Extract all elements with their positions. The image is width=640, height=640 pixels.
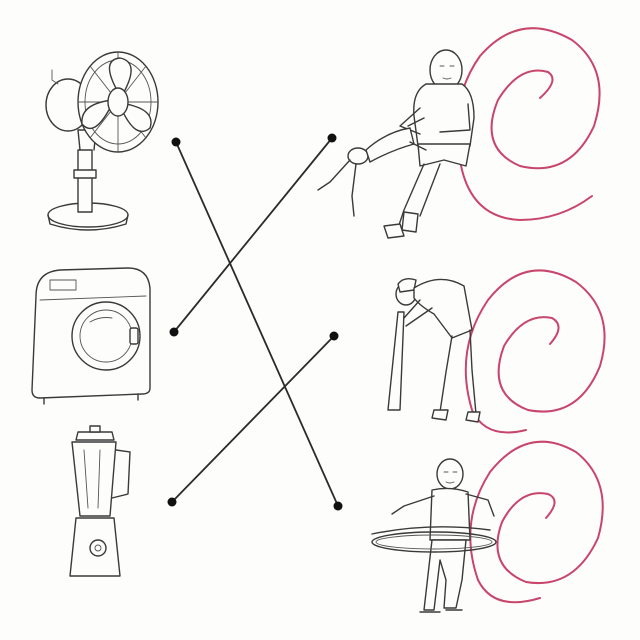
- washing-machine-icon: [31, 267, 151, 405]
- wrestler-spinning-person-icon: [317, 49, 475, 239]
- left-dot-blender[interactable]: [167, 497, 177, 507]
- swirl-bottom-icon: [469, 440, 604, 604]
- connector-washer-to-wrestler: [173, 137, 333, 333]
- left-dot-fan[interactable]: [171, 137, 181, 147]
- right-dot-batter[interactable]: [329, 331, 339, 341]
- spin-swirl-icons: [455, 27, 606, 604]
- swirl-top-icon: [455, 27, 601, 221]
- hula-hoop-person-icon: [371, 458, 497, 613]
- swirl-middle-icon: [464, 269, 606, 434]
- baseball-bat-dizzy-spin-icon: [387, 277, 481, 423]
- right-dot-wrestler[interactable]: [327, 133, 337, 143]
- blender-icon: [69, 425, 131, 577]
- right-dot-hula[interactable]: [333, 501, 343, 511]
- electric-fan-icon: [45, 51, 159, 231]
- connector-fan-to-hula: [175, 141, 339, 507]
- connector-lines: [171, 137, 339, 507]
- connector-blender-to-batter: [171, 335, 335, 503]
- connector-dots: [167, 133, 343, 511]
- left-dot-washer[interactable]: [169, 327, 179, 337]
